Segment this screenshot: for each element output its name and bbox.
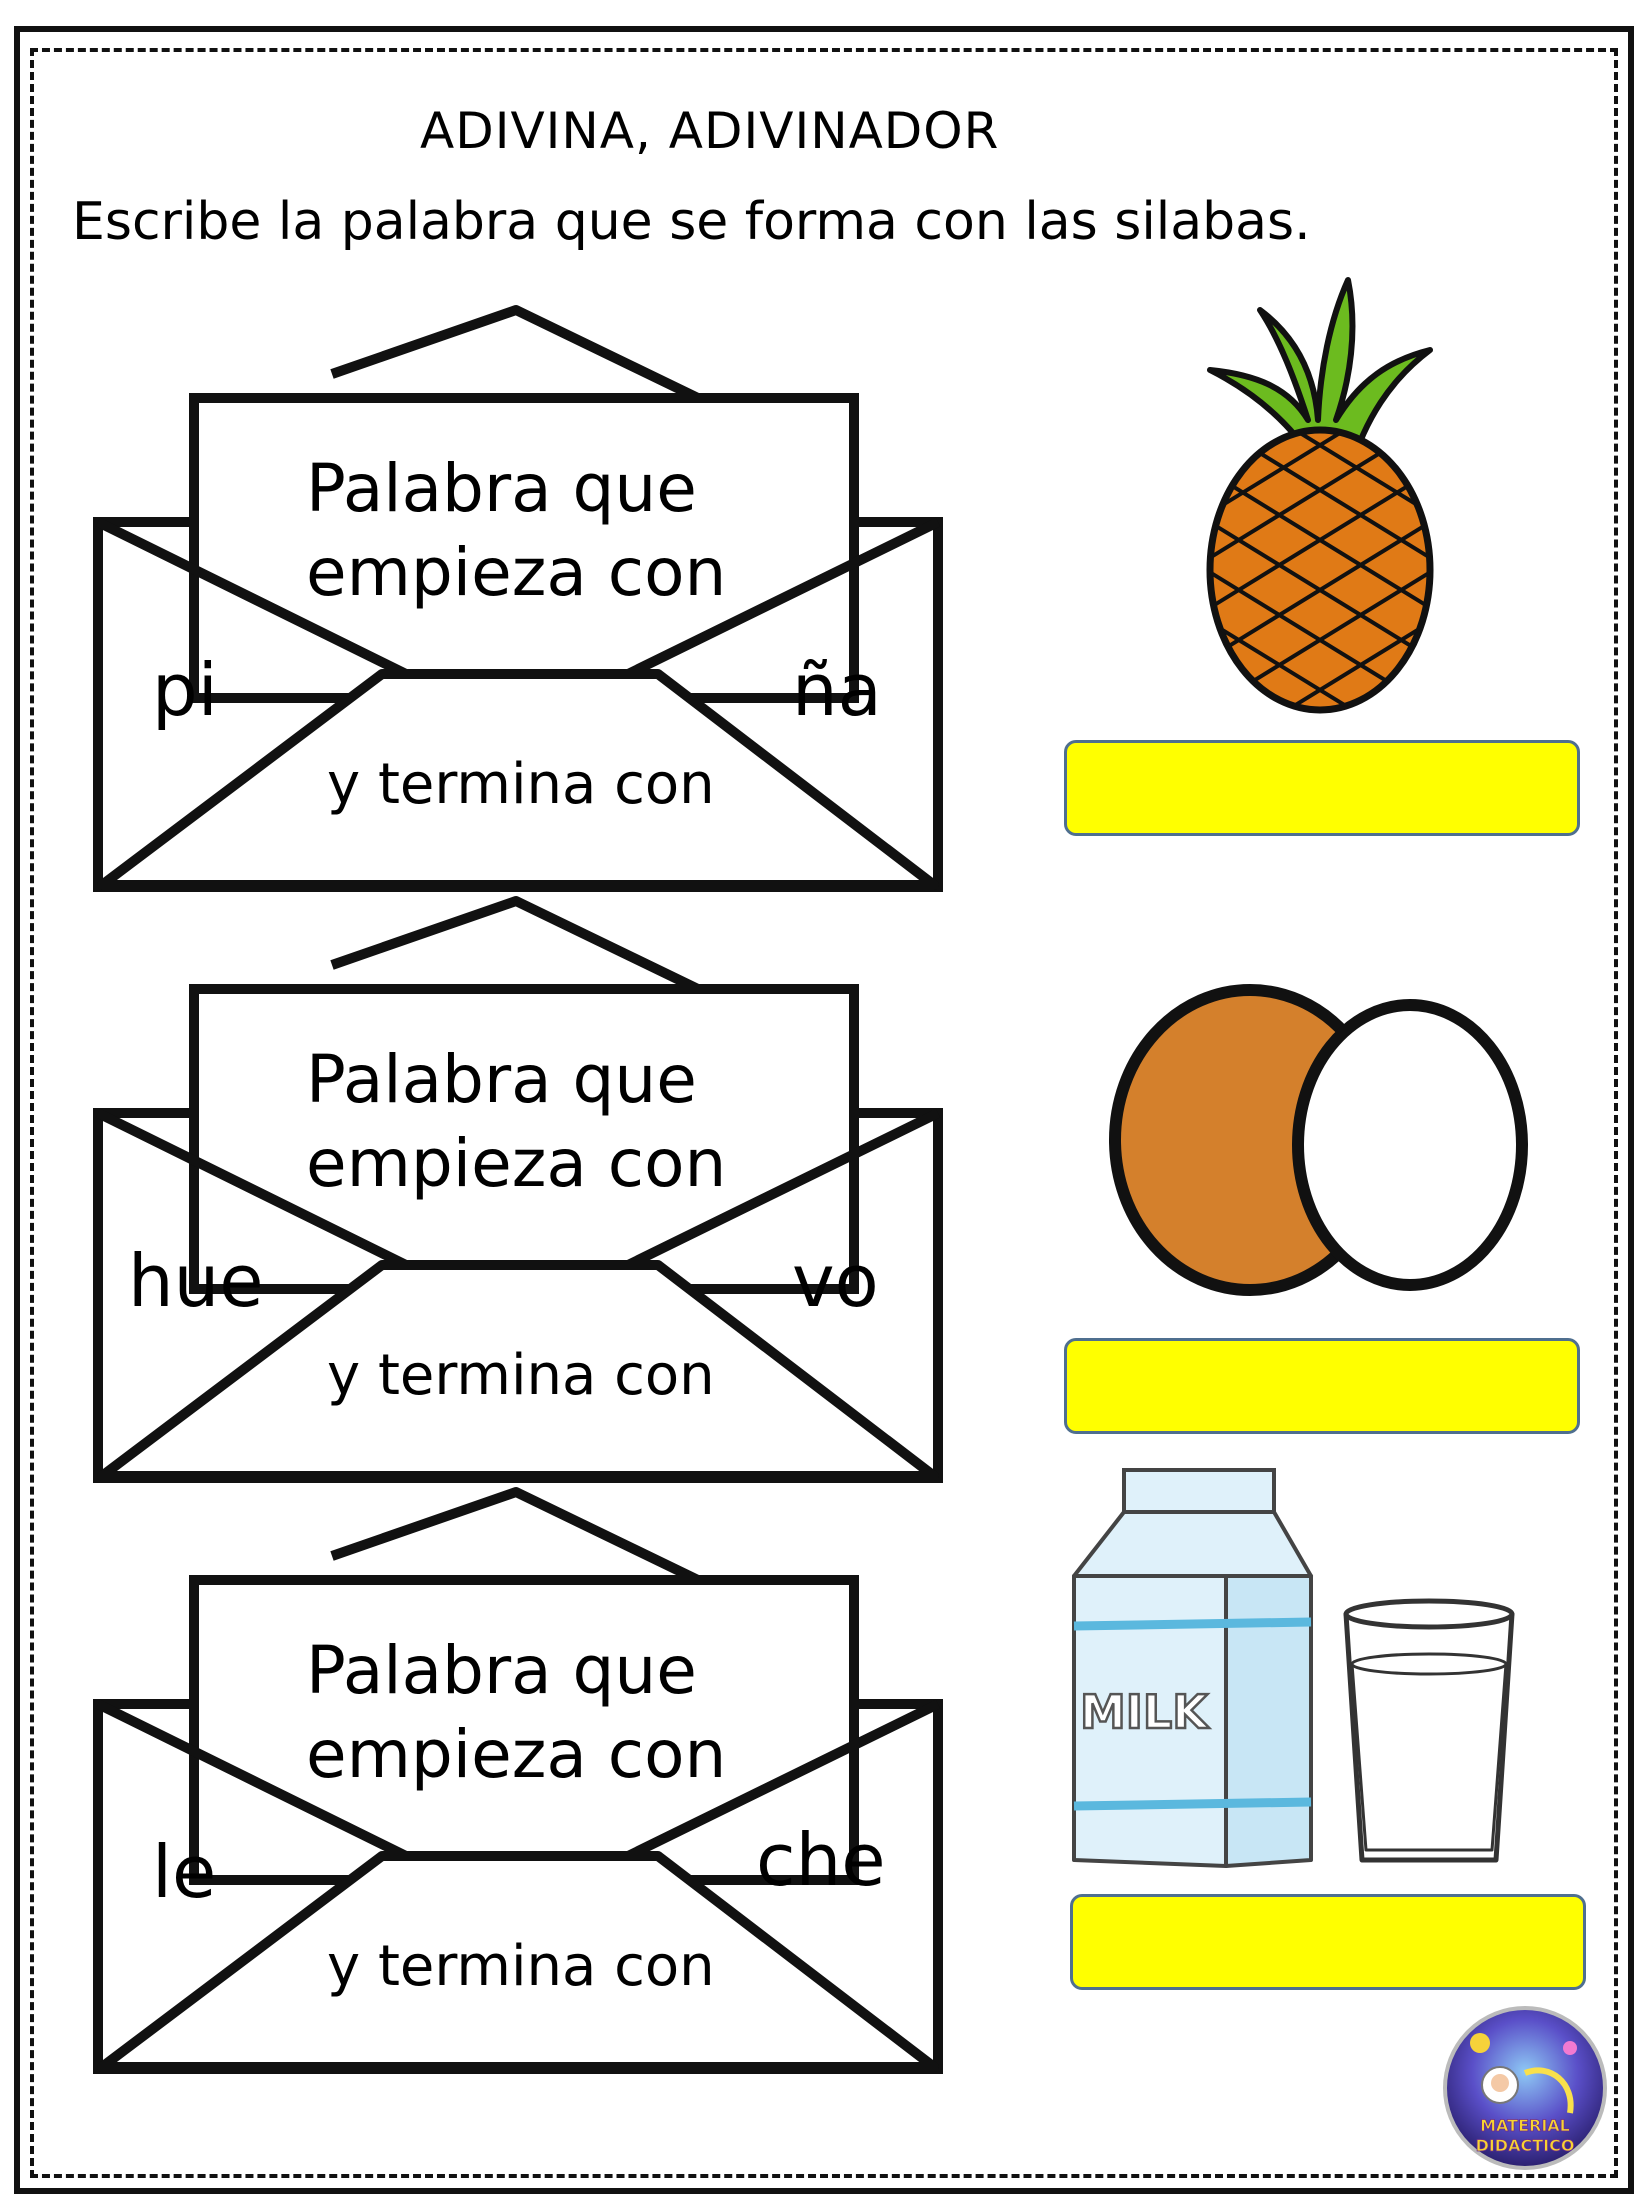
envelope-1: Palabra que empieza con pi ña y termina … [92, 302, 952, 902]
page-border-outer [14, 26, 1634, 2194]
ending-text: y termina con [327, 752, 715, 817]
answer-field-1[interactable] [1064, 740, 1580, 836]
worksheet-instruction: Escribe la palabra que se forma con las … [72, 192, 1311, 252]
first-syllable: pi [152, 648, 218, 732]
milk-label: MILK [1080, 1685, 1210, 1739]
card-line-1: Palabra que [306, 450, 697, 527]
first-syllable: hue [128, 1239, 264, 1323]
envelope-icon [93, 896, 943, 1483]
last-syllable: che [756, 1818, 886, 1902]
card-line-1: Palabra que [306, 1632, 697, 1709]
card-line-2: empieza con [306, 1125, 727, 1202]
logo-line-2: DIDACTICO [1476, 2136, 1575, 2155]
answer-field-3[interactable] [1070, 1894, 1586, 1990]
last-syllable: vo [792, 1239, 879, 1323]
ending-text: y termina con [327, 1343, 715, 1408]
envelope-2: Palabra que empieza con hue vo y termina… [92, 893, 952, 1493]
ending-text: y termina con [327, 1934, 715, 1999]
logo-line-1: MATERIAL [1480, 2116, 1570, 2135]
first-syllable: le [152, 1830, 217, 1914]
material-didactico-logo: MATERIAL DIDACTICO [1443, 2006, 1607, 2170]
envelope-icon [93, 1487, 943, 2074]
worksheet-title: ADIVINA, ADIVINADOR [420, 102, 1000, 160]
milk-carton-icon: MILK [1072, 1468, 1515, 1868]
card-line-2: empieza con [306, 1716, 727, 1793]
envelope-3: Palabra que empieza con le che y termina… [92, 1484, 952, 2084]
pineapple-icon [1206, 277, 1434, 714]
answer-field-2[interactable] [1064, 1338, 1580, 1434]
card-line-1: Palabra que [306, 1041, 697, 1118]
eggs-icon [1109, 984, 1528, 1296]
page-border-dashed [30, 48, 1618, 2178]
last-syllable: ña [792, 648, 882, 732]
envelope-icon [93, 305, 943, 892]
card-line-2: empieza con [306, 534, 727, 611]
